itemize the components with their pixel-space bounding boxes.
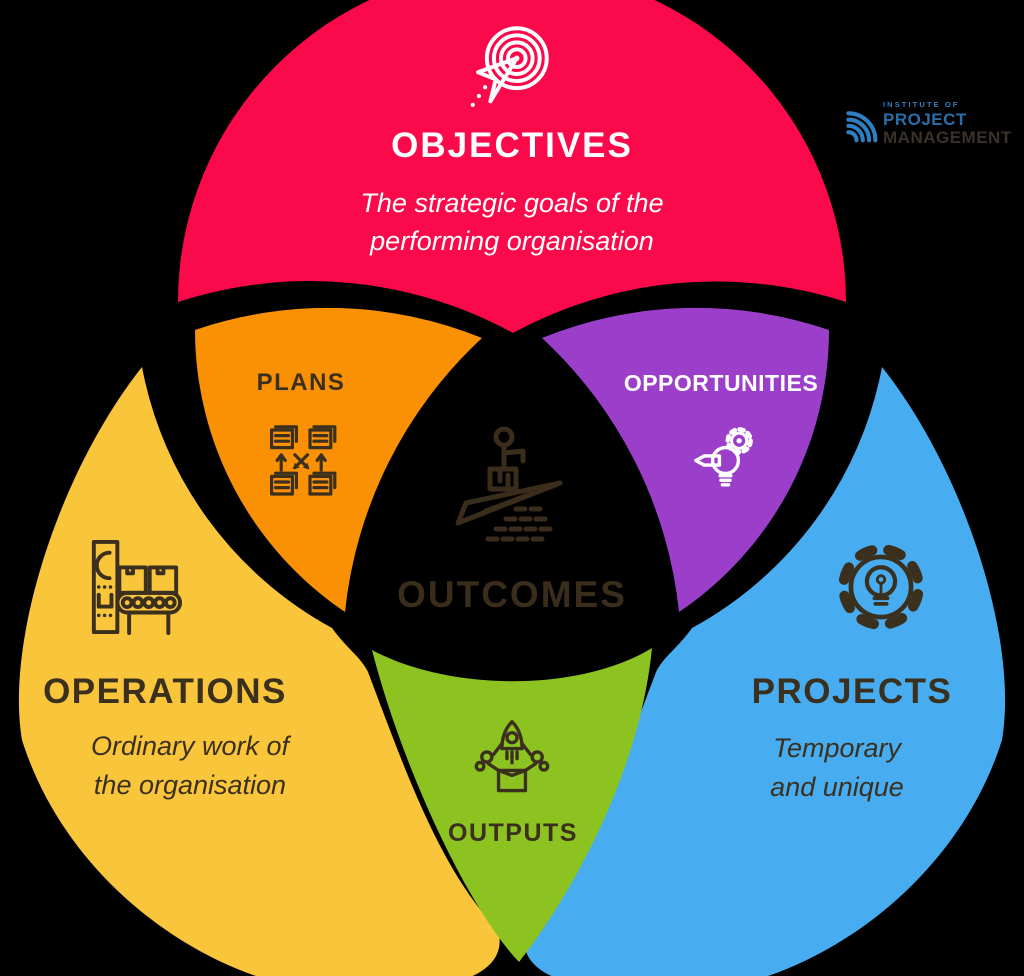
paper-plane-rider-icon (438, 421, 578, 561)
objectives-label: OBJECTIVES (391, 126, 633, 165)
objectives-description-line1: The strategic goals of the (360, 188, 664, 218)
projects-description-line2: and unique (770, 772, 904, 802)
plans-label: PLANS (256, 369, 346, 396)
opportunities-region (542, 307, 829, 612)
plans-region (195, 307, 482, 612)
gear-lightbulb-icon (834, 540, 928, 634)
outputs-label: OUTPUTS (448, 819, 578, 847)
operations-region (18, 367, 500, 976)
projects-region (524, 367, 1006, 976)
institute-logo: INSTITUTE OF PROJECT MANAGEMENT (843, 86, 1012, 146)
opportunities-label: OPPORTUNITIES (623, 370, 819, 396)
operations-description-line2: the organisation (93, 770, 287, 800)
objectives-region (178, 0, 846, 333)
outcomes-label: OUTCOMES (397, 574, 627, 615)
rocket-box-icon (470, 715, 554, 799)
logo-line-project: PROJECT (883, 110, 967, 129)
documents-flow-icon (262, 422, 342, 502)
logo-line-management: MANAGEMENT (883, 128, 1012, 147)
logo-line-institute-of: INSTITUTE OF (883, 99, 960, 109)
idea-gear-pencil-icon (689, 421, 765, 497)
objectives-description-line2: performing organisation (370, 226, 654, 256)
fan-arcs-icon (846, 111, 878, 143)
projects-label: PROJECTS (751, 672, 953, 711)
projects-description-line1: Temporary (772, 733, 902, 763)
operations-description-line1: Ordinary work of (90, 731, 290, 761)
outputs-region (372, 648, 652, 962)
operations-label: OPERATIONS (43, 672, 287, 711)
conveyor-machine-icon (86, 538, 184, 636)
target-arrow-icon (464, 23, 552, 111)
